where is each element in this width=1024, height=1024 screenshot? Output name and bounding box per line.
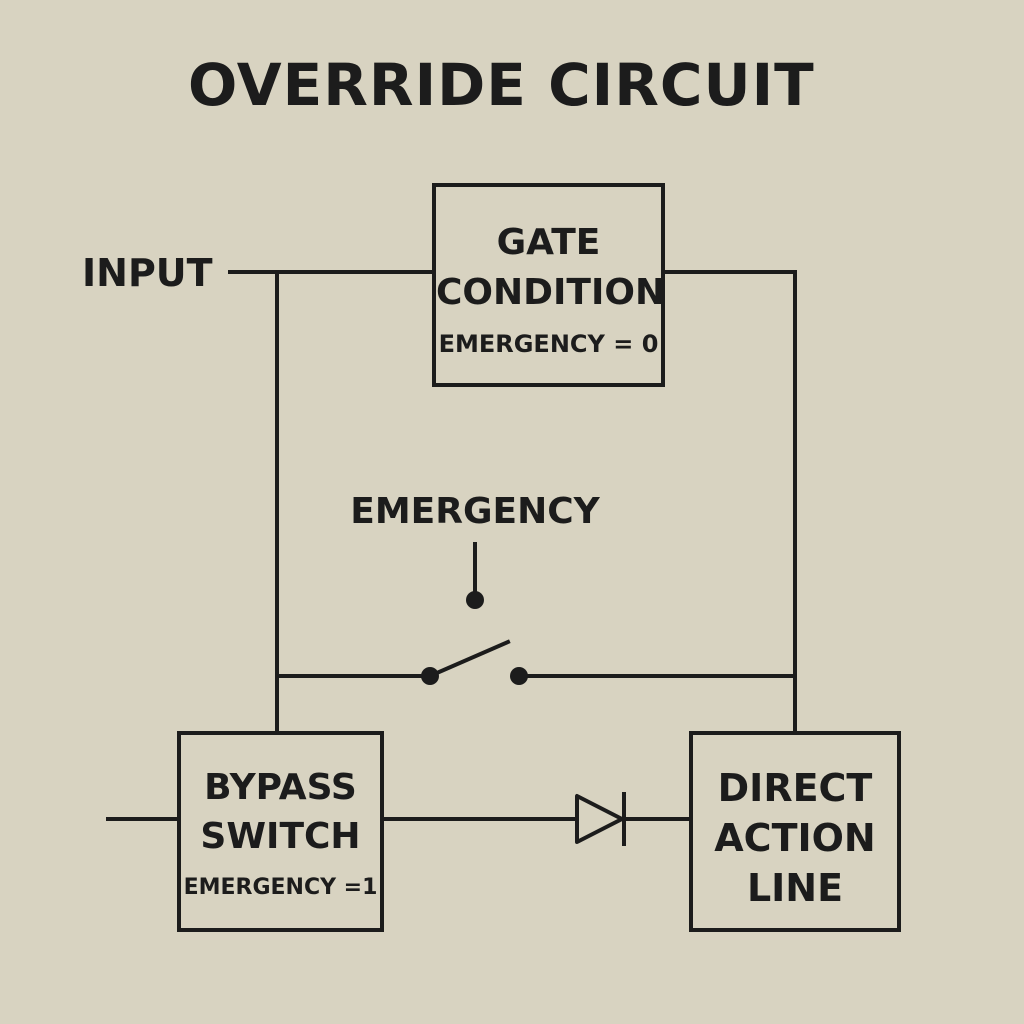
switch-pivot-node bbox=[421, 667, 439, 685]
bypass-box-condition: EMERGENCY =1 bbox=[183, 875, 378, 900]
gate-box-line2: CONDITION bbox=[436, 272, 666, 313]
direct-action-line-box: DIRECT ACTION LINE bbox=[689, 731, 901, 932]
switch-contact-node bbox=[510, 667, 528, 685]
direct-box-line3: LINE bbox=[746, 866, 844, 910]
bypass-box-line1: BYPASS bbox=[204, 767, 357, 808]
bypass-box-line2: SWITCH bbox=[200, 816, 361, 857]
input-label: INPUT bbox=[82, 251, 213, 295]
emergency-control-node bbox=[466, 591, 484, 609]
bypass-switch-box: BYPASS SWITCH EMERGENCY =1 bbox=[177, 731, 384, 932]
emergency-label: EMERGENCY bbox=[350, 491, 600, 532]
switch-blade bbox=[427, 639, 511, 679]
gate-box-condition: EMERGENCY = 0 bbox=[438, 330, 659, 358]
gate-box-line1: GATE bbox=[496, 222, 601, 263]
gate-condition-box: GATE CONDITION EMERGENCY = 0 bbox=[432, 183, 665, 387]
page-title: OVERRIDE CIRCUIT bbox=[188, 51, 815, 119]
direct-box-line2: ACTION bbox=[714, 816, 876, 860]
direct-box-line1: DIRECT bbox=[717, 766, 873, 810]
diode-triangle bbox=[575, 794, 624, 844]
